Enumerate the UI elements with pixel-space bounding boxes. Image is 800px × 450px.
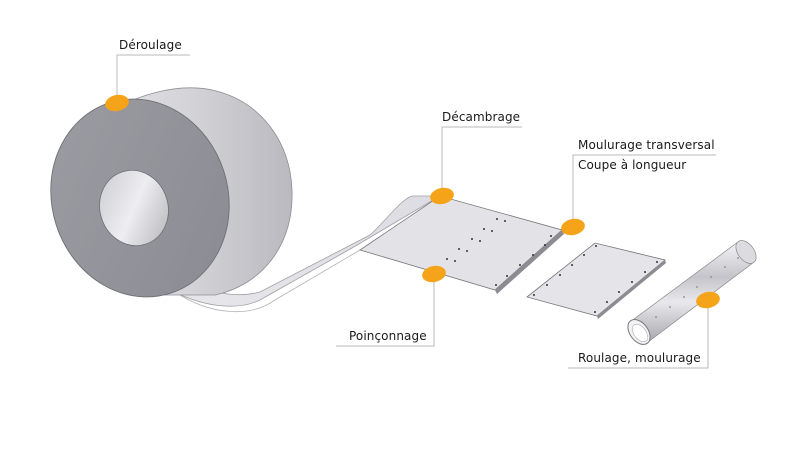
label-decambrage: Décambrage	[442, 110, 521, 124]
cut-sheet	[526, 242, 666, 319]
punched-sheet	[359, 195, 564, 294]
marker-roulage	[696, 291, 720, 309]
steel-coil	[50, 87, 293, 298]
marker-coupe	[561, 218, 585, 236]
label-roulage-moulurage: Roulage, moulurage	[578, 351, 701, 365]
rolled-tube	[627, 240, 757, 345]
step-markers	[105, 94, 720, 309]
label-deroulage: Déroulage	[119, 38, 182, 52]
marker-deroulage	[105, 94, 129, 112]
marker-poinconnage	[422, 265, 446, 283]
label-poinconnage: Poinçonnage	[349, 329, 427, 343]
label-coupe-a-longueur: Coupe à longueur	[578, 158, 687, 172]
leader-lines	[116, 54, 716, 369]
label-moulurage-transversal: Moulurage transversal	[578, 138, 715, 152]
marker-decambrage	[430, 187, 454, 205]
